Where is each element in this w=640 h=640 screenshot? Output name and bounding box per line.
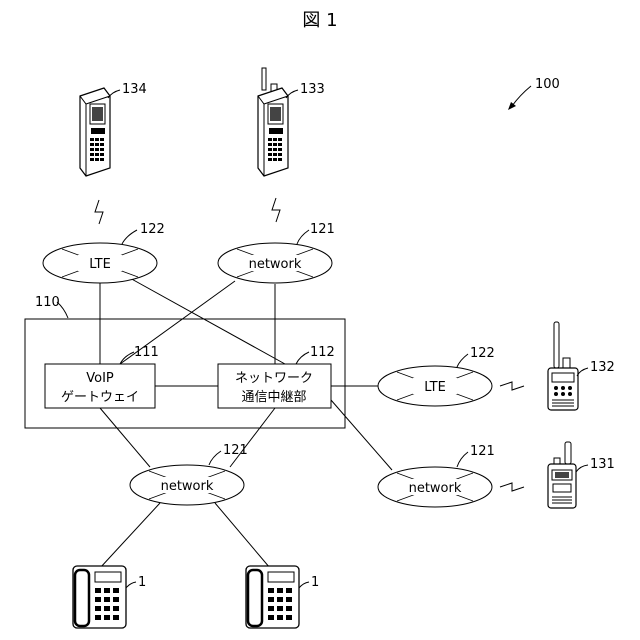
mobile-phone-134-icon: 134	[80, 82, 147, 176]
svg-text:100: 100	[535, 77, 560, 92]
svg-text:133: 133	[300, 82, 325, 97]
network-cloud-right: network 121	[378, 444, 495, 507]
svg-text:112: 112	[310, 345, 335, 360]
svg-text:LTE: LTE	[424, 380, 446, 395]
figure-title: 図 1	[302, 10, 337, 31]
svg-text:通信中継部: 通信中継部	[241, 390, 306, 405]
svg-text:121: 121	[310, 222, 335, 237]
svg-text:LTE: LTE	[89, 257, 111, 272]
svg-text:network: network	[249, 257, 302, 272]
svg-text:122: 122	[140, 222, 165, 237]
desk-phone-right-icon: 1	[246, 566, 319, 628]
network-cloud-top: network 121	[218, 222, 335, 283]
svg-text:122: 122	[470, 346, 495, 361]
system-ref-100: 100	[508, 77, 560, 110]
mobile-phone-133-icon: 133	[258, 68, 325, 176]
svg-text:131: 131	[590, 457, 615, 472]
svg-text:network: network	[161, 479, 214, 494]
radio-131-icon: 131	[548, 442, 615, 508]
svg-text:132: 132	[590, 360, 615, 375]
svg-text:VoIP: VoIP	[86, 371, 114, 386]
svg-text:1: 1	[311, 575, 319, 590]
network-relay-112: ネットワーク 通信中継部 112	[218, 345, 335, 408]
svg-text:ゲートウェイ: ゲートウェイ	[61, 390, 139, 405]
lte-cloud-top: LTE 122	[43, 222, 165, 283]
lte-cloud-right: LTE 122	[378, 346, 495, 406]
voip-gateway-111: VoIP ゲートウェイ 111	[45, 345, 159, 408]
connection-lines	[100, 277, 392, 568]
svg-text:ネットワーク: ネットワーク	[235, 371, 313, 386]
svg-text:121: 121	[223, 443, 248, 458]
svg-text:network: network	[409, 481, 462, 496]
svg-text:121: 121	[470, 444, 495, 459]
network-cloud-bottom: network 121	[130, 443, 248, 505]
svg-text:134: 134	[122, 82, 147, 97]
svg-text:110: 110	[35, 295, 60, 310]
desk-phone-left-icon: 1	[73, 566, 146, 628]
svg-text:1: 1	[138, 575, 146, 590]
svg-text:111: 111	[134, 345, 159, 360]
radio-132-icon: 132	[548, 322, 615, 410]
